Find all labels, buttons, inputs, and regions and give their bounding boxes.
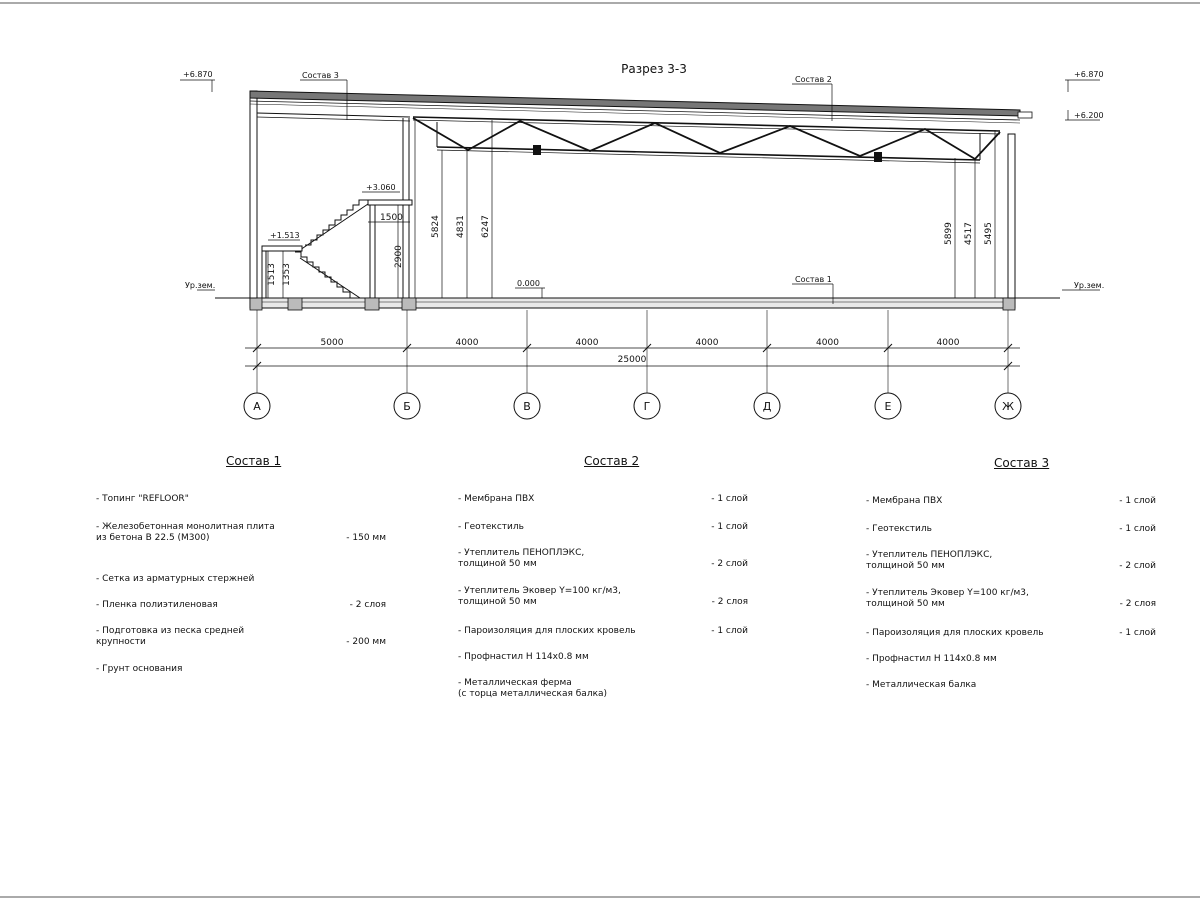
layer-name: - Геотекстиль: [866, 524, 932, 534]
axis-label: Б: [403, 400, 411, 413]
dim-span: 4000: [937, 338, 960, 348]
staircase: [261, 199, 413, 299]
grid-axes: А Б В Г Д Е Ж: [243, 392, 1022, 420]
layer-name: - Утеплитель ПЕНОПЛЭКС, толщиной 50 мм: [458, 548, 585, 569]
layer-quantity: - 2 слоя: [349, 600, 386, 610]
dim-4831: 4831: [456, 215, 466, 238]
legend-title: Состав 3: [994, 456, 1050, 470]
dim-total: 25000: [618, 355, 647, 365]
foundation-a: [249, 297, 263, 311]
axis-marker: Ж: [994, 392, 1022, 420]
layer-name: - Пленка полиэтиленовая: [96, 600, 218, 610]
truss-joint-right: [874, 152, 882, 162]
layer-quantity: - 1 слой: [711, 626, 748, 636]
axis-marker: Б: [393, 392, 421, 420]
axis-marker: Д: [753, 392, 781, 420]
label-sostav1: Состав 1: [795, 275, 832, 284]
ground-label-left: Ур.зем.: [185, 281, 215, 290]
layer-quantity: - 2 слоя: [711, 597, 748, 607]
layer-name: - Геотекстиль: [458, 522, 524, 532]
foundation-stair: [287, 297, 303, 311]
layer-name: - Железобетонная монолитная плита из бет…: [96, 522, 275, 543]
layer-name: - Металлическая балка: [866, 680, 977, 690]
gutter: [1017, 111, 1033, 119]
layer-name: - Мембрана ПВХ: [458, 494, 535, 504]
wall-left: [249, 90, 258, 299]
axis-marker: Г: [633, 392, 661, 420]
axis-marker: В: [513, 392, 541, 420]
layer-name: - Топинг "REFLOOR": [96, 494, 189, 504]
layer-name: - Металлическая ферма (с торца металличе…: [458, 678, 608, 699]
legend-sostav2: Состав 2 - Мембрана ПВХ - 1 слой - Геотекст…: [458, 454, 748, 706]
layer-name: - Утеплитель Эковер Y=100 кг/м3, толщино…: [458, 586, 621, 607]
foundation-stair-2: [364, 297, 380, 311]
dim-span: 4000: [456, 338, 479, 348]
layer-quantity: - 150 мм: [346, 533, 386, 543]
legend-sostav3: Состав 3 - Мембрана ПВХ - 1 слой - Геотекст…: [866, 456, 1156, 708]
elev-top-left: +6.870: [183, 70, 213, 79]
layer-quantity: - 1 слой: [711, 522, 748, 532]
dim-1513: 1513: [267, 263, 277, 286]
label-sostav3: Состав 3: [302, 71, 339, 80]
layer-quantity: - 1 слой: [1119, 628, 1156, 638]
wall-right: [1007, 133, 1016, 299]
dim-5899: 5899: [944, 222, 954, 245]
axis-label: Е: [885, 400, 892, 413]
elev-zero: 0.000: [517, 279, 540, 288]
section-title: Разрез 3-3: [621, 62, 687, 76]
dim-5495: 5495: [984, 222, 994, 245]
layer-name: - Утеплитель ПЕНОПЛЭКС, толщиной 50 мм: [866, 550, 993, 571]
axis-marker: Е: [874, 392, 902, 420]
layer-quantity: - 1 слой: [711, 494, 748, 504]
axis-label: Г: [644, 400, 651, 413]
layer-name: - Сетка из арматурных стержней: [96, 574, 255, 584]
dim-span: 4000: [576, 338, 599, 348]
ground-label-right: Ур.зем.: [1074, 281, 1104, 290]
layer-quantity: - 200 мм: [346, 637, 386, 647]
foundation-b: [401, 297, 417, 311]
beam-left: [256, 112, 411, 118]
dim-4517: 4517: [964, 222, 974, 245]
dim-5824: 5824: [431, 215, 441, 238]
truss-joint-left: [533, 145, 541, 155]
legend-title: Состав 2: [584, 454, 640, 468]
dim-span: 4000: [816, 338, 839, 348]
legend-title: Состав 1: [226, 454, 282, 468]
axis-label: Д: [763, 400, 772, 413]
axis-marker: А: [243, 392, 271, 420]
legend-sostav1: Состав 1 - Топинг "REFLOOR" - Железобетонн…: [96, 454, 386, 686]
layer-name: - Профнастил Н 114х0.8 мм: [458, 652, 589, 662]
dim-6247: 6247: [481, 215, 491, 238]
layer-name: - Пароизоляция для плоских кровель: [866, 628, 1044, 638]
dim-1353: 1353: [282, 263, 292, 286]
dim-landing-1500: 1500: [380, 213, 403, 223]
layer-quantity: - 2 слой: [1119, 561, 1156, 571]
layer-quantity: - 2 слой: [711, 559, 748, 569]
elev-eave-right: +6.200: [1074, 111, 1104, 120]
elev-landing-lower: +1.513: [270, 231, 300, 240]
dim-2900: 2900: [394, 245, 404, 268]
dimension-chain: 5000 4000 4000 4000 4000 4000: [245, 310, 1020, 394]
dim-span: 4000: [696, 338, 719, 348]
roof-truss: [412, 116, 1001, 164]
layer-name: - Пароизоляция для плоских кровель: [458, 626, 636, 636]
layer-quantity: - 1 слой: [1119, 496, 1156, 506]
layer-name: - Утеплитель Эковер Y=100 кг/м3, толщино…: [866, 588, 1029, 609]
layer-quantity: - 1 слой: [1119, 524, 1156, 534]
layer-name: - Профнастил Н 114х0.8 мм: [866, 654, 997, 664]
axis-label: В: [523, 400, 531, 413]
foundation-zh: [1002, 297, 1016, 311]
layer-name: - Мембрана ПВХ: [866, 496, 943, 506]
elev-top-right: +6.870: [1074, 70, 1104, 79]
elev-landing-upper: +3.060: [366, 183, 396, 192]
label-sostav2: Состав 2: [795, 75, 832, 84]
axis-label: Ж: [1002, 400, 1014, 413]
dim-span: 5000: [321, 338, 344, 348]
axis-label: А: [253, 400, 261, 413]
layer-quantity: - 2 слоя: [1119, 599, 1156, 609]
layer-name: - Грунт основания: [96, 664, 183, 674]
layer-name: - Подготовка из песка средней крупности: [96, 626, 245, 647]
